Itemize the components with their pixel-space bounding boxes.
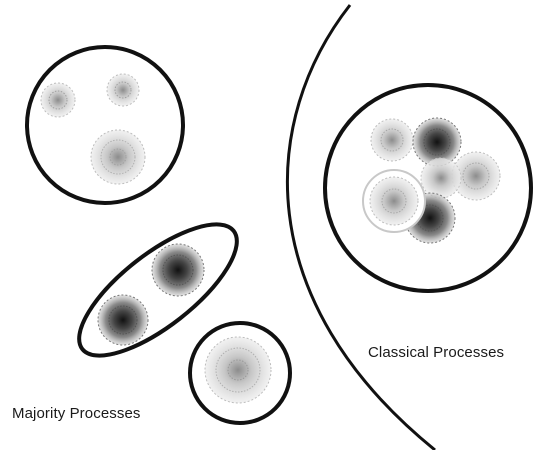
process-dot xyxy=(41,83,75,117)
process-dot xyxy=(363,170,425,232)
process-dot xyxy=(107,74,139,106)
process-dot xyxy=(421,158,461,198)
process-dot xyxy=(371,119,413,161)
process-dot xyxy=(98,295,148,345)
majority-processes-label: Majority Processes xyxy=(12,405,141,422)
process-dot xyxy=(152,244,204,296)
classical-processes-label: Classical Processes xyxy=(368,344,504,361)
process-dot xyxy=(205,337,271,403)
process-dot xyxy=(91,130,145,184)
